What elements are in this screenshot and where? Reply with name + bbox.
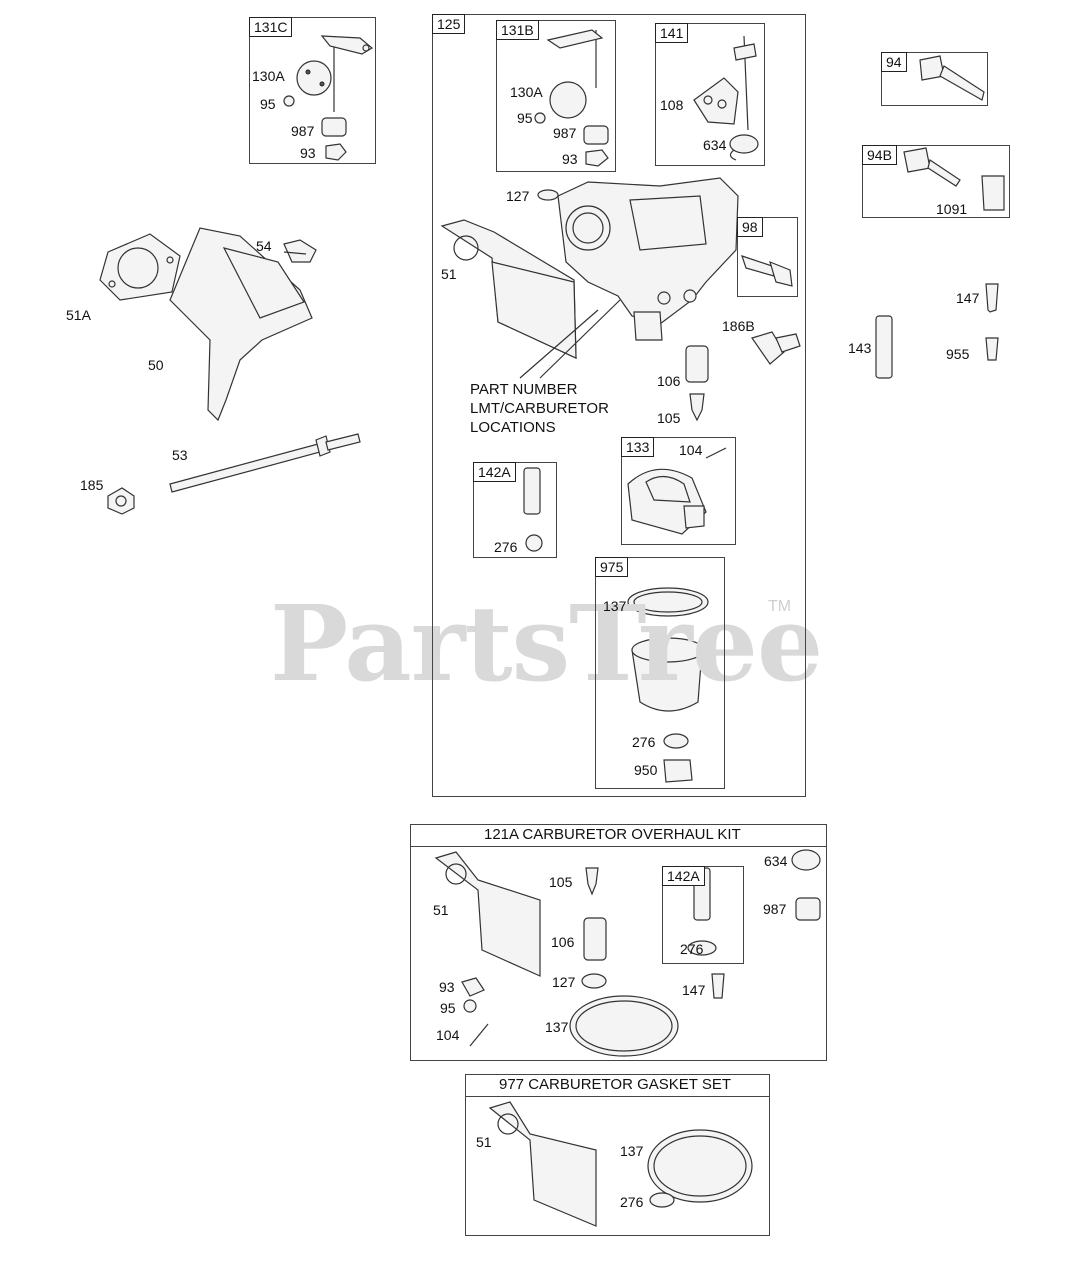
overhaul-kit-drawing	[434, 849, 821, 1057]
callout-143: 143	[848, 340, 872, 356]
kit-callout-634: 634	[764, 853, 788, 869]
fuel-elbow-186b-drawing	[751, 331, 801, 365]
locations-note: PART NUMBER LMT/CARBURETOR LOCATIONS	[470, 381, 609, 436]
gasket-callout-137: 137	[620, 1143, 644, 1159]
intake-manifold-drawing	[99, 227, 317, 422]
callout-634: 634	[703, 137, 727, 153]
group-box-98	[737, 217, 798, 297]
kit-callout-95: 95	[440, 1000, 456, 1016]
callout-105: 105	[657, 410, 681, 426]
callout-95: 95	[260, 96, 276, 112]
gasket-set-title: 977 CARBURETOR GASKET SET	[499, 1076, 732, 1093]
callout-95-b: 95	[517, 110, 533, 126]
callout-950: 950	[634, 762, 658, 778]
callout-276-bowl: 276	[632, 734, 656, 750]
callout-186b: 186B	[722, 318, 755, 334]
gasket-51-drawing	[440, 219, 621, 379]
group-tag-133: 133	[621, 437, 655, 457]
watermark: PartsTree	[270, 582, 823, 705]
group-tag-98: 98	[737, 217, 763, 237]
group-tag-142a: 142A	[473, 462, 516, 482]
choke-assembly-141-drawing	[693, 35, 759, 161]
jets-right-drawing	[875, 283, 999, 379]
callout-137: 137	[603, 598, 627, 614]
callout-108: 108	[660, 97, 684, 113]
idle-screw-98-drawing	[741, 255, 793, 287]
gasket-callout-276: 276	[620, 1194, 644, 1210]
group-box-141	[655, 23, 765, 166]
kit-callout-51: 51	[433, 902, 449, 918]
callout-1091: 1091	[936, 201, 968, 217]
callout-106: 106	[657, 373, 681, 389]
group-box-94b	[862, 145, 1010, 218]
group-box-131b	[496, 20, 616, 172]
screws-94-drawing	[903, 55, 1005, 211]
callout-93-b: 93	[562, 151, 578, 167]
callout-130a: 130A	[252, 68, 285, 84]
kit-callout-147: 147	[682, 982, 706, 998]
callout-987: 987	[291, 123, 315, 139]
choke-shaft-131b-drawing	[534, 29, 609, 167]
float-needle-drawing	[685, 345, 709, 422]
group-box-975	[595, 557, 725, 789]
callout-987-b: 987	[553, 125, 577, 141]
stud-and-nut-drawing	[107, 433, 361, 515]
group-tag-975: 975	[595, 557, 629, 577]
callout-93: 93	[300, 145, 316, 161]
gasket-set-header	[465, 1074, 770, 1097]
group-tag-94: 94	[881, 52, 907, 72]
callout-53: 53	[172, 447, 188, 463]
kit-callout-105: 105	[549, 874, 573, 890]
callout-147: 147	[956, 290, 980, 306]
callout-955: 955	[946, 346, 970, 362]
callout-276: 276	[494, 539, 518, 555]
watermark-tm: TM	[768, 598, 792, 615]
kit-callout-106: 106	[551, 934, 575, 950]
group-box-94	[881, 52, 988, 106]
float-133-drawing	[627, 447, 727, 535]
overhaul-kit-header	[410, 824, 827, 847]
overhaul-kit-title: 121A CARBURETOR OVERHAUL KIT	[484, 826, 741, 843]
gasket-set-drawing	[488, 1101, 753, 1227]
float-bowl-975-drawing	[627, 587, 709, 783]
group-tag-131b: 131B	[496, 20, 539, 40]
callout-104: 104	[679, 442, 703, 458]
gasket-callout-51: 51	[476, 1134, 492, 1150]
kit-callout-104: 104	[436, 1027, 460, 1043]
kit-callout-137: 137	[545, 1019, 569, 1035]
kit-callout-127: 127	[552, 974, 576, 990]
callout-50: 50	[148, 357, 164, 373]
kit-callout-93: 93	[439, 979, 455, 995]
group-tag-142a-kit: 142A	[662, 866, 705, 886]
group-box-131c	[249, 17, 376, 164]
callout-54: 54	[256, 238, 272, 254]
callout-51a: 51A	[66, 307, 91, 323]
callout-185: 185	[80, 477, 104, 493]
throttle-shaft-131c-drawing	[283, 35, 374, 161]
group-box-125	[432, 14, 806, 797]
callout-130a-b: 130A	[510, 84, 543, 100]
group-tag-94b: 94B	[862, 145, 897, 165]
carburetor-body-drawing	[537, 177, 739, 341]
group-box-133	[621, 437, 736, 545]
main-jet-142a-drawing	[523, 467, 543, 552]
group-tag-125: 125	[432, 14, 466, 34]
kit-callout-276: 276	[680, 941, 704, 957]
group-tag-141: 141	[655, 23, 689, 43]
group-tag-131c: 131C	[249, 17, 293, 37]
gasket-set-box	[465, 1074, 770, 1236]
kit-callout-987: 987	[763, 901, 787, 917]
callout-127: 127	[506, 188, 530, 204]
callout-51: 51	[441, 266, 457, 282]
